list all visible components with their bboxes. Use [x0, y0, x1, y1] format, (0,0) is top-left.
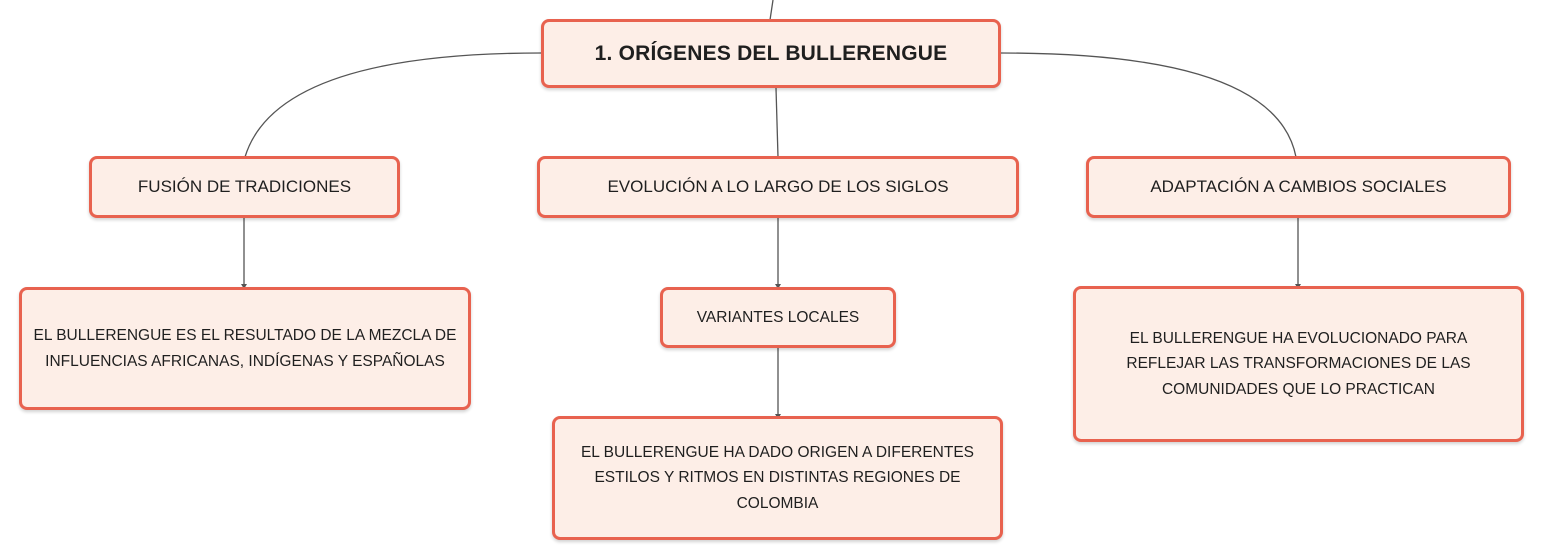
topic-evolucion-siglos[interactable]: EVOLUCIÓN A LO LARGO DE LOS SIGLOS [537, 156, 1019, 218]
detail-text: EL BULLERENGUE HA EVOLUCIONADO PARA REFL… [1126, 329, 1471, 398]
topic-label: FUSIÓN DE TRADICIONES [137, 177, 352, 197]
detail-text: EL BULLERENGUE ES EL RESULTADO DE LA MEZ… [33, 326, 457, 370]
connector-root-to-adaptacion [1000, 52, 1297, 158]
connector-root-to-fusion [244, 52, 542, 158]
detail-text: EL BULLERENGUE HA DADO ORIGEN A DIFERENT… [580, 443, 975, 512]
topic-label: EVOLUCIÓN A LO LARGO DE LOS SIGLOS [607, 177, 949, 197]
subtopic-variantes-locales[interactable]: VARIANTES LOCALES [660, 287, 896, 348]
root-node[interactable]: 1. ORÍGENES DEL BULLERENGUE [541, 19, 1001, 88]
subtopic-label: VARIANTES LOCALES [696, 308, 860, 326]
topic-adaptacion-cambios-sociales[interactable]: ADAPTACIÓN A CAMBIOS SOCIALES [1086, 156, 1511, 218]
detail-adaptacion[interactable]: EL BULLERENGUE HA EVOLUCIONADO PARA REFL… [1073, 286, 1524, 442]
root-label: 1. ORÍGENES DEL BULLERENGUE [594, 41, 948, 65]
detail-variantes[interactable]: EL BULLERENGUE HA DADO ORIGEN A DIFERENT… [552, 416, 1003, 540]
detail-fusion[interactable]: EL BULLERENGUE ES EL RESULTADO DE LA MEZ… [19, 287, 471, 410]
topic-label: ADAPTACIÓN A CAMBIOS SOCIALES [1150, 177, 1447, 197]
topic-fusion-de-tradiciones[interactable]: FUSIÓN DE TRADICIONES [89, 156, 400, 218]
connector-parent-to-root [769, 0, 774, 21]
connector-root-to-evolucion [775, 87, 779, 158]
